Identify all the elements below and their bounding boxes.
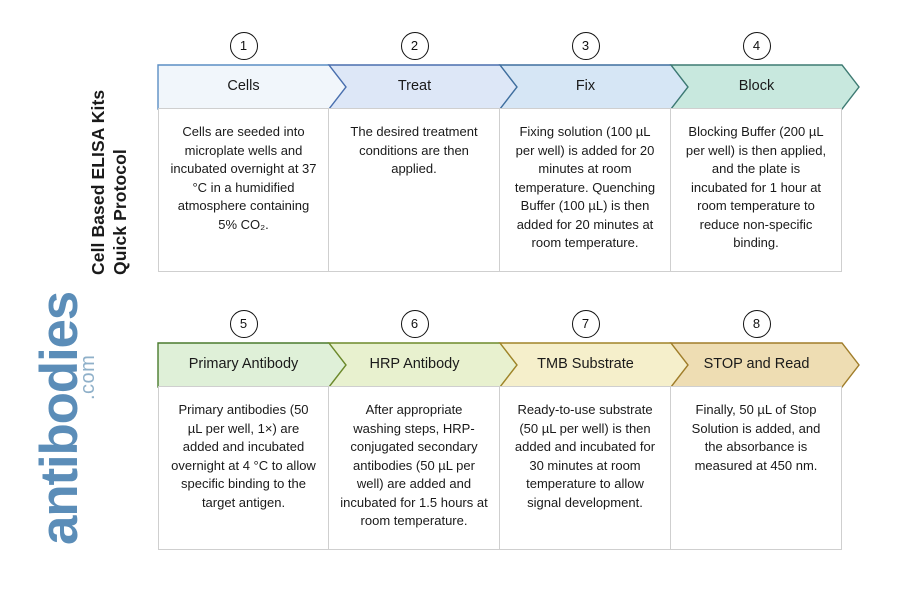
- protocol-row-1: 1 2 3 4 Cells Treat Fix Block Cells are seeded…: [157, 32, 860, 272]
- description-boxes-row-1: Cells are seeded into microplate wells a…: [158, 108, 842, 272]
- step-number-badge-5: 5: [229, 310, 258, 338]
- description-box-step-6: After appropriate washing steps, HRP-con…: [329, 386, 500, 550]
- description-text-step-2: The desired treatment conditions are the…: [350, 124, 478, 177]
- logo-tld: .com: [77, 354, 99, 400]
- description-box-step-2: The desired treatment conditions are the…: [329, 108, 500, 272]
- chevron-bar-row-1: Cells Treat Fix Block: [157, 64, 860, 110]
- chevron-label-step-1: Cells: [227, 78, 260, 94]
- step-number-badge-3: 3: [571, 32, 600, 60]
- step-number-badge-8: 8: [742, 310, 771, 338]
- page-title-line-1: Cell Based ELISA Kits: [88, 89, 108, 275]
- description-box-step-8: Finally, 50 µL of Stop Solution is added…: [671, 386, 842, 550]
- chevron-step-8[interactable]: [669, 342, 860, 388]
- description-box-step-5: Primary antibodies (50 µL per well, 1×) …: [158, 386, 329, 550]
- description-text-step-7: Ready-to-use substrate (50 µL per well) …: [514, 402, 656, 510]
- chevron-label-step-4: Block: [738, 78, 775, 94]
- description-box-step-3: Fixing solution (100 µL per well) is add…: [500, 108, 671, 272]
- step-number-badge-1: 1: [229, 32, 258, 60]
- chevron-label-step-2: Treat: [397, 78, 432, 94]
- step-number-badge-4: 4: [742, 32, 771, 60]
- antibodies-logo: antibodies .com: [0, 285, 150, 585]
- description-boxes-row-2: Primary antibodies (50 µL per well, 1×) …: [158, 386, 842, 550]
- step-number-badges-row-1: 1 2 3 4: [158, 32, 842, 64]
- description-text-step-4: Blocking Buffer (200 µL per well) is the…: [685, 124, 827, 251]
- step-number-badge-7: 7: [571, 310, 600, 338]
- chevron-bar-row-2: Primary Antibody HRP Antibody TMB Substrat…: [157, 342, 860, 388]
- step-number-badge-6: 6: [400, 310, 429, 338]
- chevron-step-4[interactable]: [669, 64, 860, 110]
- chevron-label-step-6: HRP Antibody: [369, 356, 460, 372]
- chevron-label-step-3: Fix: [575, 78, 596, 94]
- description-text-step-8: Finally, 50 µL of Stop Solution is added…: [691, 402, 821, 473]
- protocol-row-2: 5 6 7 8 Primary Antibody HRP Antibody TMB Sub…: [157, 310, 860, 550]
- logo-wordmark: antibodies: [30, 291, 89, 545]
- step-number-badge-2: 2: [400, 32, 429, 60]
- page-title: Cell Based ELISA Kits Quick Protocol: [0, 0, 150, 300]
- chevron-label-step-5: Primary Antibody: [188, 356, 299, 372]
- description-text-step-6: After appropriate washing steps, HRP-con…: [340, 402, 488, 529]
- description-box-step-1: Cells are seeded into microplate wells a…: [158, 108, 329, 272]
- description-text-step-5: Primary antibodies (50 µL per well, 1×) …: [171, 402, 316, 510]
- description-text-step-3: Fixing solution (100 µL per well) is add…: [514, 124, 656, 251]
- description-text-step-1: Cells are seeded into microplate wells a…: [170, 124, 317, 232]
- description-box-step-4: Blocking Buffer (200 µL per well) is the…: [671, 108, 842, 272]
- step-number-badges-row-2: 5 6 7 8: [158, 310, 842, 342]
- chevron-label-step-7: TMB Substrate: [537, 356, 634, 372]
- page-title-line-2: Quick Protocol: [110, 149, 130, 275]
- chevron-label-step-8: STOP and Read: [703, 356, 810, 372]
- description-box-step-7: Ready-to-use substrate (50 µL per well) …: [500, 386, 671, 550]
